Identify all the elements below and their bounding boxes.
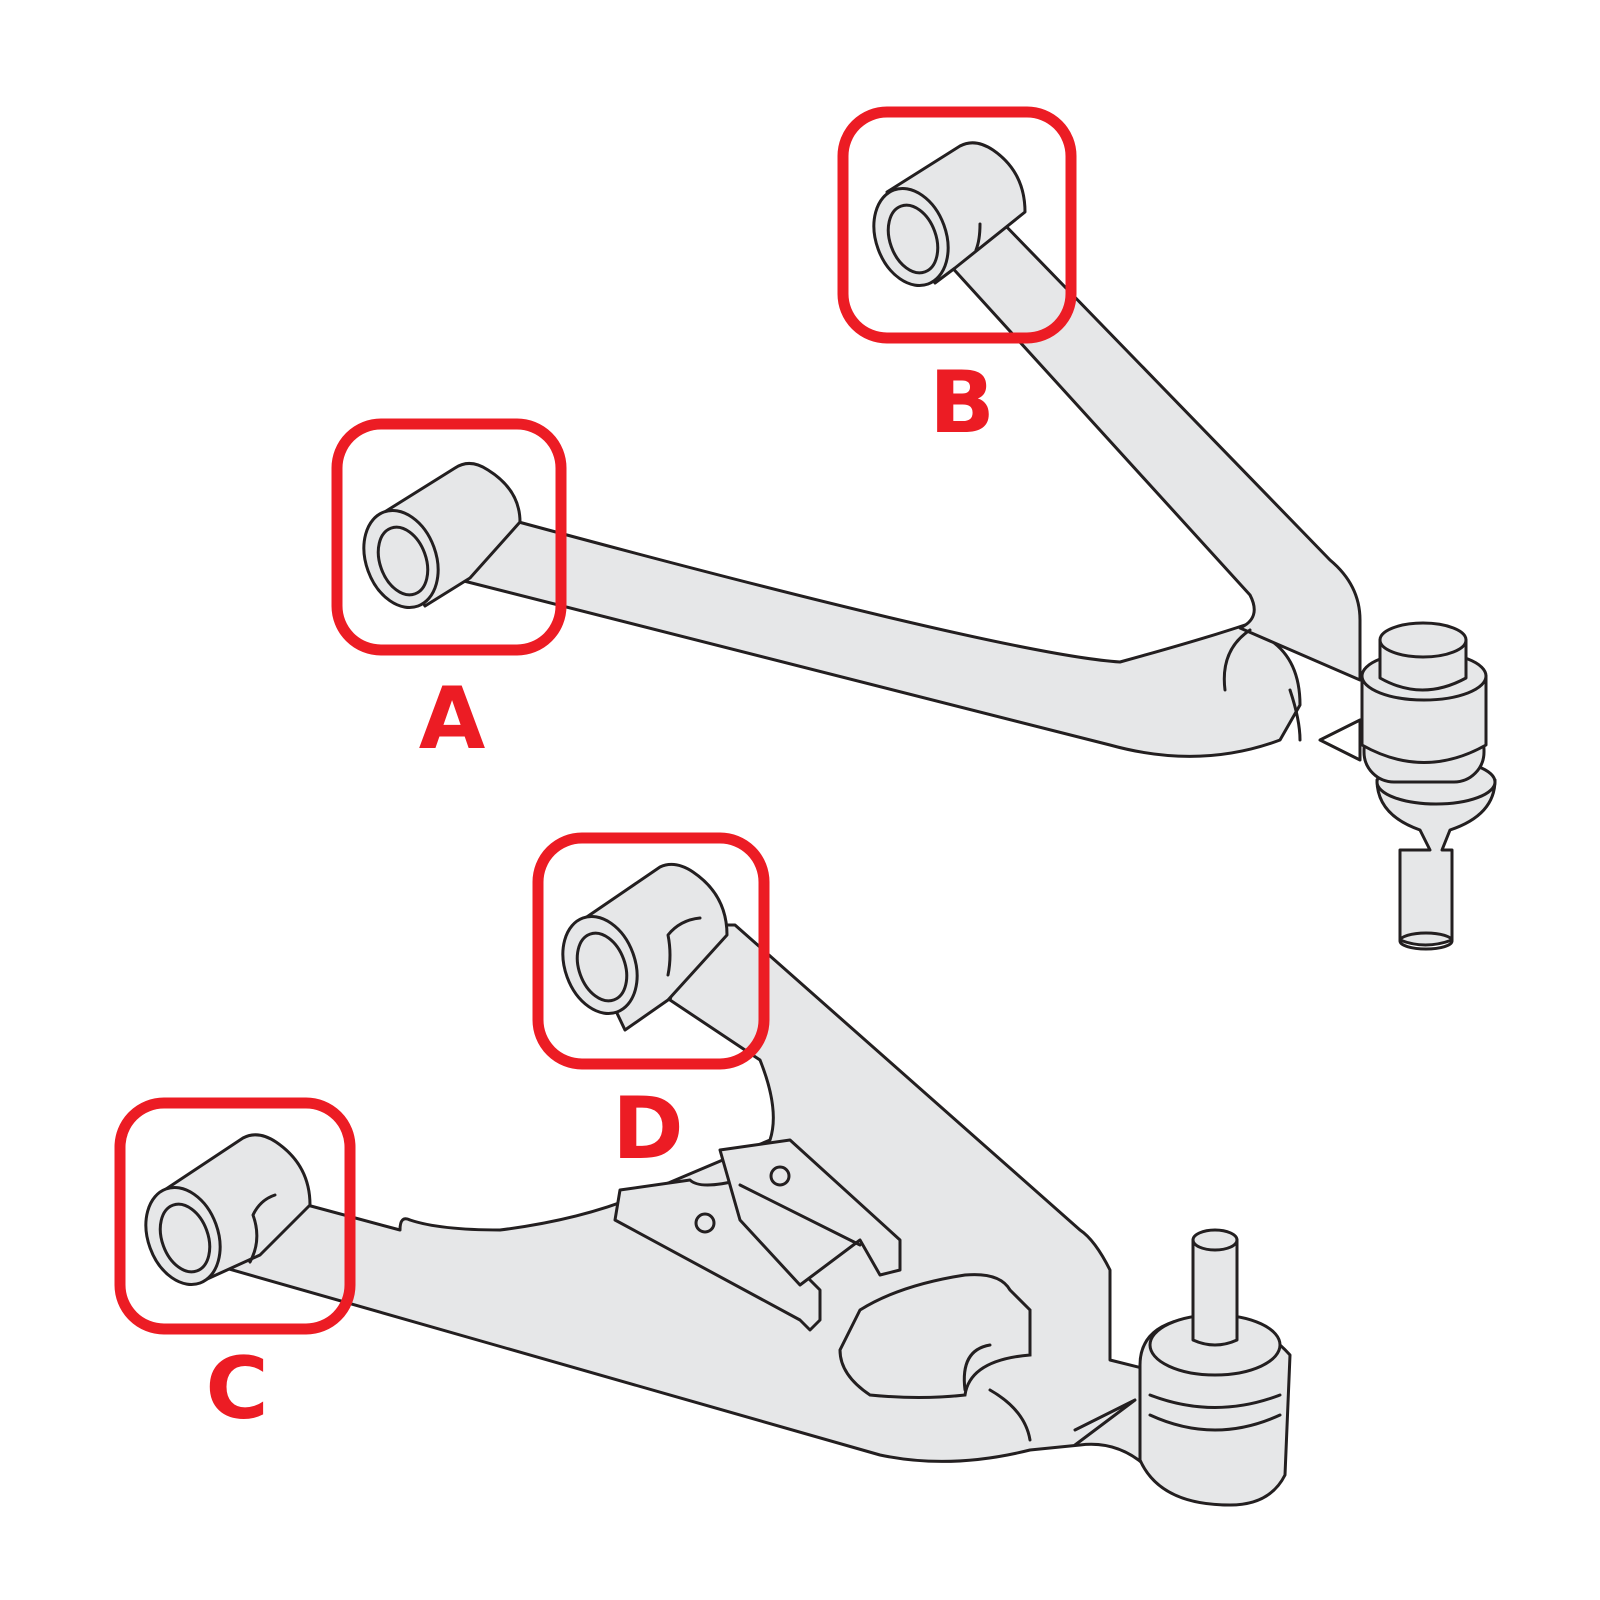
callout-a-label: A [419,669,486,769]
lower-control-arm [144,862,1292,1507]
upper-arm-front-member [450,519,1302,758]
callout-c-box [114,1097,356,1335]
callout-b-label: B [929,353,995,453]
upper-ball-joint [1360,621,1497,951]
lower-ball-joint [1138,1228,1292,1507]
callout-c: C [114,1097,356,1439]
upper-control-arm [362,141,1497,951]
bushing-b [872,141,1027,287]
bushing-d [561,862,729,1032]
bushing-a [362,462,522,609]
callout-a: A [331,418,567,769]
shock-mount-bracket [613,1138,902,1332]
callout-a-box [331,418,567,656]
callout-d: D [532,832,770,1179]
upper-arm-rear-member [946,218,1362,682]
callout-d-label: D [612,1079,683,1179]
callout-d-box [532,832,770,1070]
callout-b: B [837,106,1077,453]
callout-b-box [837,106,1077,344]
bushing-c [144,1133,312,1286]
callout-c-label: C [205,1339,268,1439]
